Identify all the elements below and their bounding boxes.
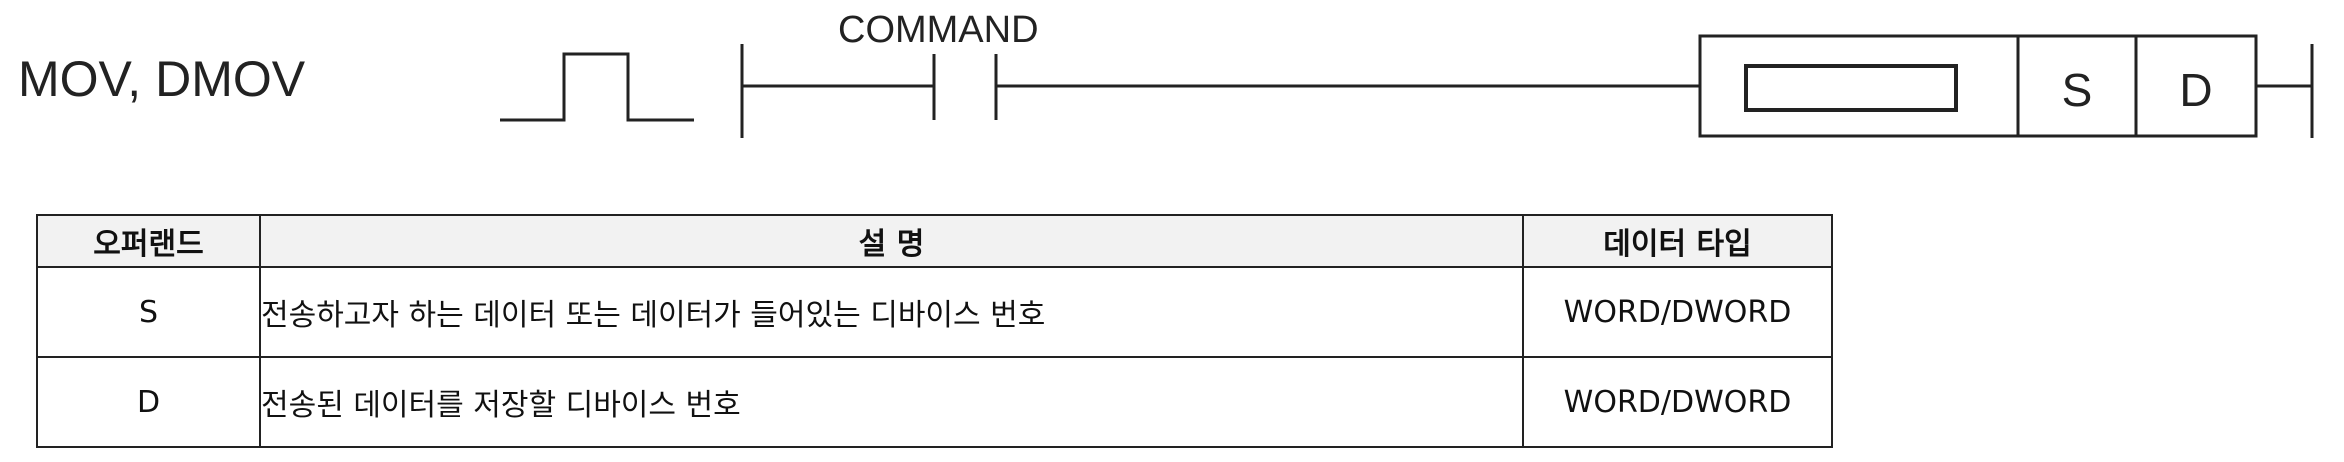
operand-cell: S <box>36 266 261 358</box>
header-description: 설 명 <box>259 214 1524 268</box>
header-data-type: 데이터 타입 <box>1522 214 1833 268</box>
instruction-name: MOV, DMOV <box>18 51 306 107</box>
description-cell: 전송하고자 하는 데이터 또는 데이터가 들어있는 디바이스 번호 <box>259 266 1524 358</box>
table-row: D 전송된 데이터를 저장할 디바이스 번호 WORD/DWORD <box>36 356 1833 448</box>
instruction-slot <box>1744 64 1958 112</box>
operand-table: 오퍼랜드 설 명 데이터 타입 S 전송하고자 하는 데이터 또는 데이터가 들… <box>36 214 1833 448</box>
destination-operand-label: D <box>2179 64 2212 116</box>
data-type-cell: WORD/DWORD <box>1522 266 1833 358</box>
operand-cell: D <box>36 356 261 448</box>
command-contact-label: COMMAND <box>838 9 1039 51</box>
header-operand: 오퍼랜드 <box>36 214 261 268</box>
description-cell: 전송된 데이터를 저장할 디바이스 번호 <box>259 356 1524 448</box>
table-header-row: 오퍼랜드 설 명 데이터 타입 <box>36 214 1833 268</box>
command-contact <box>932 54 998 120</box>
data-type-cell: WORD/DWORD <box>1522 356 1833 448</box>
table-row: S 전송하고자 하는 데이터 또는 데이터가 들어있는 디바이스 번호 WORD… <box>36 266 1833 358</box>
instruction-box <box>1698 34 2258 138</box>
source-operand-label: S <box>2062 64 2093 116</box>
ladder-diagram: MOV, DMOV COMMAND S D <box>18 9 2314 138</box>
pulse-symbol <box>500 52 694 122</box>
